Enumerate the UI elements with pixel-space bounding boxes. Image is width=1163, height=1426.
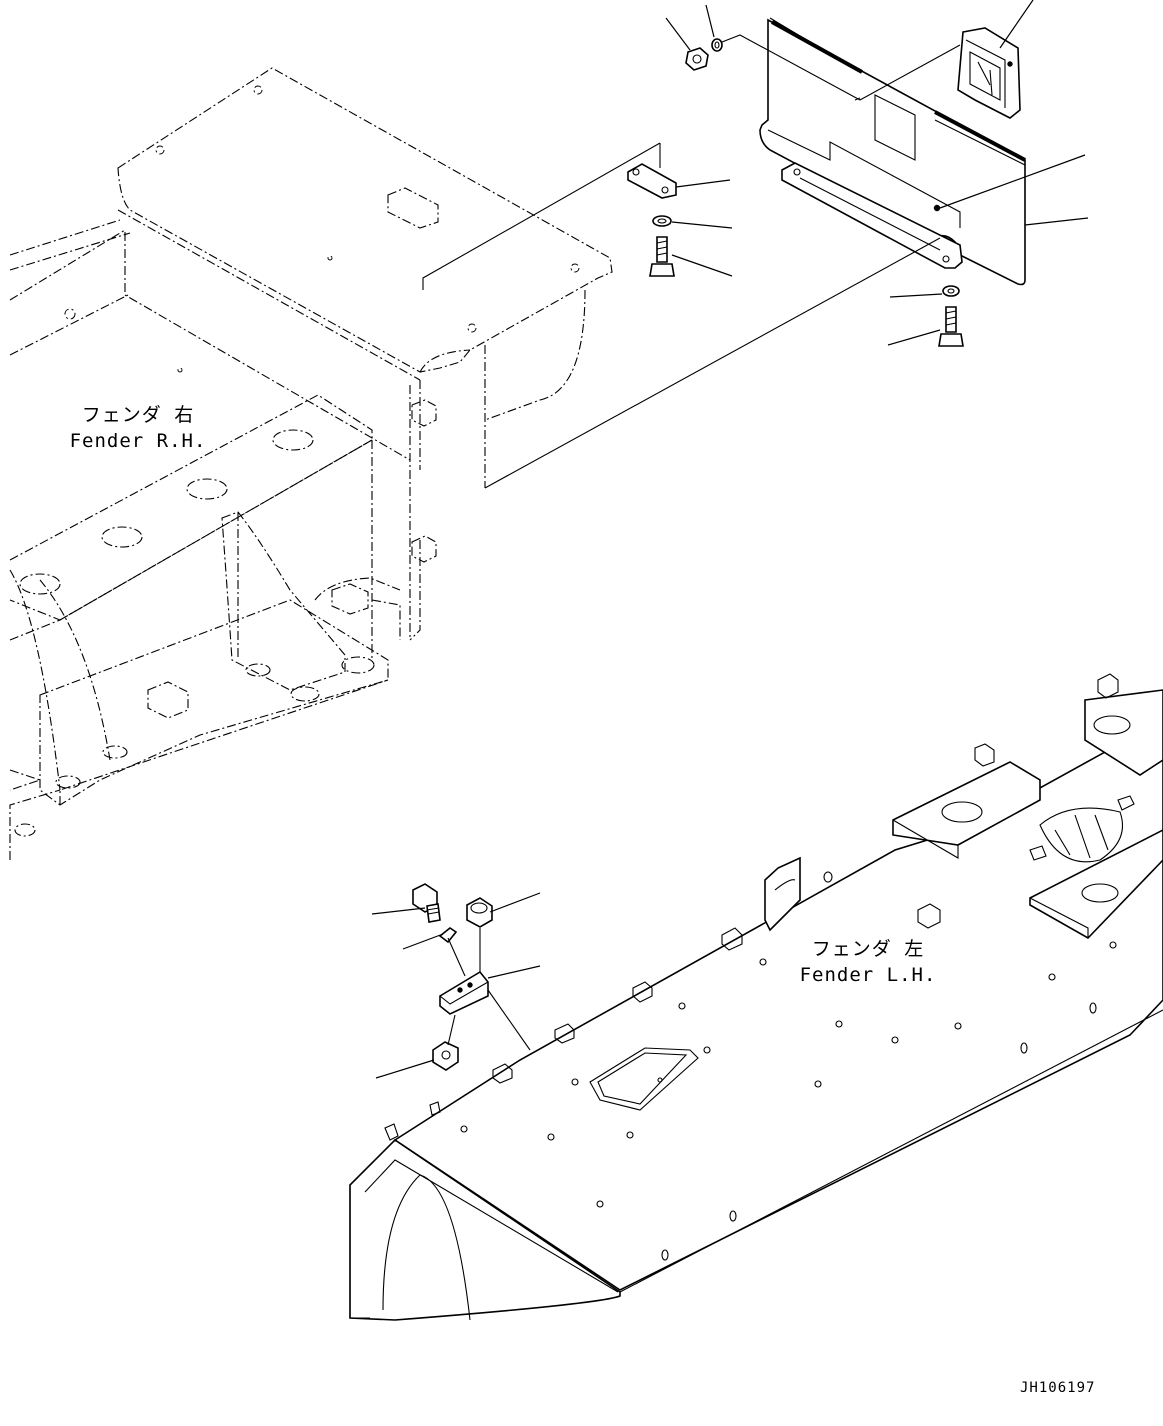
drawing-id: JH106197 xyxy=(1020,1380,1096,1396)
lamp-mounting-plate xyxy=(759,17,1026,286)
fender-rh-label: フェンダ 右 Fender R.H. xyxy=(48,402,228,454)
upper-leader-lines xyxy=(422,0,1089,489)
fender-lh-label: フェンダ 左 Fender L.H. xyxy=(778,936,958,988)
lower-leader-lines xyxy=(371,892,541,1079)
upper-frame xyxy=(9,394,401,860)
upper-hardware xyxy=(627,38,964,347)
fender-rh-assembly xyxy=(9,67,613,641)
fender-lh-label-en: Fender L.H. xyxy=(799,964,937,986)
lower-hardware xyxy=(412,883,531,1071)
fender-rh-label-jp: フェンダ 右 xyxy=(81,404,195,426)
fender-rh-label-en: Fender R.H. xyxy=(69,430,207,452)
fender-lh-label-jp: フェンダ 左 xyxy=(811,938,925,960)
work-lamp xyxy=(957,27,1021,119)
fender-lh-assembly xyxy=(349,673,1163,1321)
